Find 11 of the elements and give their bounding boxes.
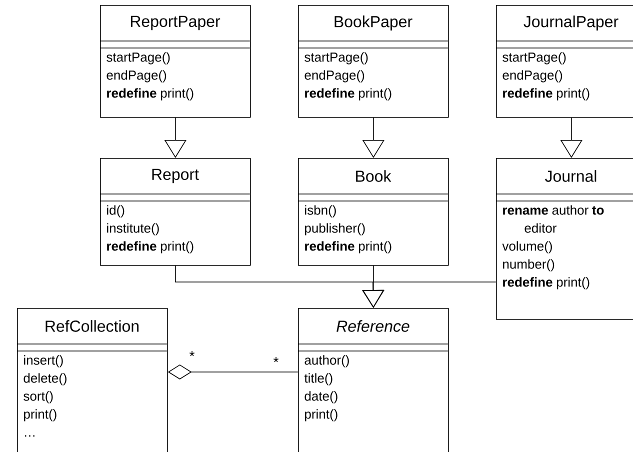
multiplicity-label: * (274, 357, 279, 362)
class-box: Report id() institute() redefine print() (100, 158, 251, 266)
class-box: Journal rename author to editor volume() number() redefine print() (496, 158, 633, 320)
arrow (362, 282, 496, 308)
class-box: BookPaper startPage() endPage() redefine print() (298, 5, 449, 118)
class-box: Book isbn() publisher() redefine print() (298, 158, 449, 266)
class-box: ReportPaper startPage() endPage() redefine print() (100, 5, 251, 118)
multiplicity-label: * (190, 351, 195, 356)
class-box: JournalPaper startPage() endPage() redefine print() (496, 5, 633, 118)
class-box: RefCollection insert() delete() sort() print() … (16, 308, 168, 452)
class-box: Reference author() title() date() print() (298, 308, 449, 452)
